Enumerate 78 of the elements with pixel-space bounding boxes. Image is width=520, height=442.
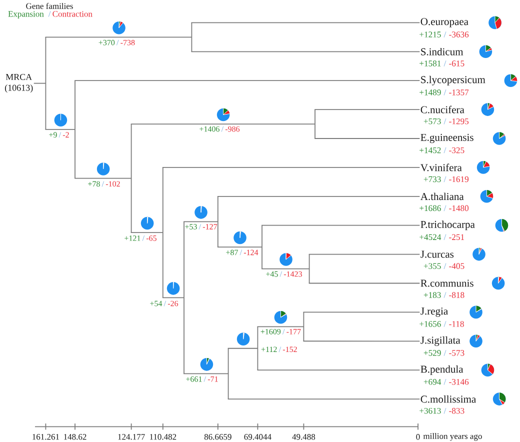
count-label: +1406 / -986 (200, 126, 240, 132)
tree-branch (257, 326, 304, 328)
count-label: +1581 / -615 (420, 60, 464, 66)
count-label: +54 / -26 (150, 300, 178, 306)
tree-branch (184, 373, 228, 374)
species-label: S.lycopersicum (421, 76, 486, 86)
legend-text: Expansion / Contraction (8, 11, 92, 19)
species-label: E.guineensis (420, 134, 474, 144)
tick-label: 161.261 (32, 434, 59, 440)
tree-branch (217, 196, 420, 197)
tick-label: 0 (416, 434, 420, 440)
count-label: +3613 / -833 (420, 408, 464, 414)
count-label: +1215 / -3636 (420, 32, 469, 38)
tree-branch (303, 340, 420, 342)
tick-label: 110.482 (150, 434, 176, 440)
tick-label: 86.6659 (204, 434, 232, 440)
tree-branch (74, 80, 420, 82)
legend-title: Gene families (26, 2, 73, 9)
tree-branch (191, 51, 420, 52)
count-label: +4524 / -251 (420, 234, 464, 240)
tree-branch (184, 221, 218, 222)
tree-branch (191, 22, 420, 24)
count-label: +529 / -573 (424, 350, 464, 356)
species-label: J.curcas (420, 250, 454, 258)
tick-label: 148.62 (64, 434, 86, 440)
count-label: +694 / -3146 (424, 379, 469, 385)
tree-branch (217, 246, 262, 248)
count-label: +112 / -152 (261, 346, 297, 352)
count-label: +9 / -2 (49, 132, 69, 138)
tree-branch (130, 232, 163, 234)
tree-branch (45, 36, 192, 38)
tree-branch (314, 109, 420, 110)
tree-branch (74, 178, 132, 179)
species-label: C.nucifera (420, 106, 464, 114)
tick-label: 49.488 (292, 434, 316, 440)
count-label: +573 / -1295 (424, 118, 469, 124)
tick-label: 124.177 (118, 434, 145, 440)
tree-branch (308, 282, 420, 284)
species-label: R.communis (420, 280, 474, 287)
species-label: V.vinifera (420, 164, 462, 172)
tree-branch (228, 348, 258, 349)
tree-branch (45, 129, 75, 130)
species-label: B.pendula (420, 365, 464, 375)
count-label: +355 / -405 (424, 263, 464, 269)
count-label: +183 / -818 (424, 292, 464, 298)
axis-title: million years ago (423, 433, 482, 441)
count-label: +733 / -1619 (424, 176, 468, 182)
count-label: +121 / -65 (124, 236, 156, 241)
count-label: +1489 / -1357 (420, 90, 469, 96)
species-label: O.europaea (420, 18, 468, 28)
root-label: MRCA (10613) (5, 74, 33, 93)
tree-branch (314, 138, 420, 139)
count-label: +1686 / -1480 (420, 205, 469, 212)
count-label: +1452 / -325 (420, 147, 464, 154)
count-label: +370 / -738 (98, 40, 135, 46)
tick-label: 69.4044 (244, 434, 272, 440)
tree-branch (308, 254, 420, 255)
tree-branch (162, 297, 184, 298)
species-label: C.mollissima (420, 395, 476, 403)
tree-branch (34, 82, 46, 84)
count-label: +661 / -71 (186, 376, 218, 382)
species-label: J.regia (420, 308, 448, 317)
tree-branch (303, 312, 420, 313)
species-label: J.sigillata (420, 336, 460, 346)
count-label: +1656 / -118 (420, 321, 464, 327)
tree-branch (262, 224, 420, 226)
count-label: +45 / -1423 (266, 271, 302, 277)
species-label: S.indicum (421, 48, 464, 56)
tree-branch (257, 370, 420, 371)
count-label: +87 / -124 (226, 250, 258, 256)
count-label: +1609 / -177 (260, 328, 301, 334)
tree-branch (228, 398, 420, 400)
species-label: A.thaliana (420, 192, 464, 200)
count-label: +78 / -102 (88, 181, 120, 187)
species-label: P.trichocarpa (420, 220, 475, 230)
count-label: +53 / -127 (185, 224, 218, 230)
tree-branch (162, 167, 420, 168)
tree-branch (262, 268, 310, 270)
